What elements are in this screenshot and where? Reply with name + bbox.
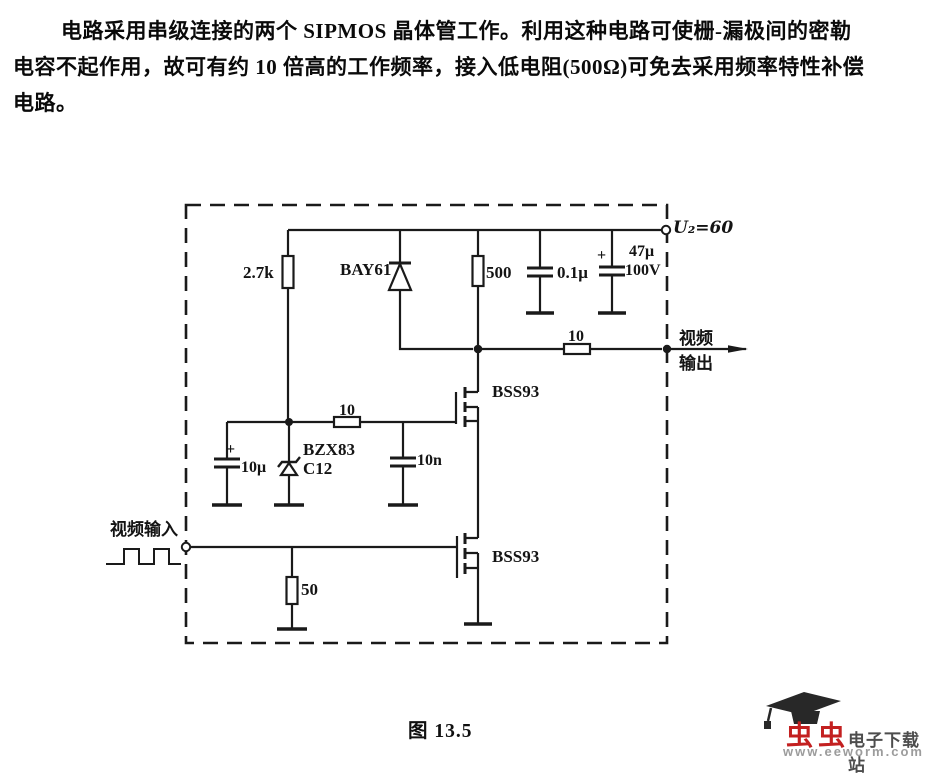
figure-caption: 图 13.5 [408, 721, 473, 742]
label-zener-type: BZX83 [303, 440, 355, 459]
capacitor-47u-symbol [598, 230, 626, 315]
output-arrow-icon [728, 345, 748, 353]
label-capacitor-47u-voltage: 100V [625, 262, 661, 279]
label-video-input: 视频输入 [110, 520, 178, 539]
capacitor-10n-symbol [388, 422, 418, 507]
label-resistor-2k7: 2.7k [243, 263, 274, 282]
label-capacitor-10u: 10μ [241, 459, 267, 476]
label-video-output: 视频 输出 [679, 329, 713, 373]
label-zener-grade: C12 [303, 459, 333, 478]
resistor-2k7-symbol [281, 230, 295, 422]
label-resistor-500: 500 [486, 263, 512, 282]
label-plus-10u: + [226, 441, 236, 458]
watermark-brand: 虫虫 [786, 721, 850, 751]
intro-paragraph: 电路采用串级连接的两个 SIPMOS 晶体管工作。利用这种电路可使栅-漏极间的密… [13, 13, 915, 121]
mosfet-q1-symbol [454, 349, 480, 538]
watermark-url: www.eeworm.com [783, 744, 924, 759]
label-capacitor-47u: 47μ [629, 243, 655, 260]
mosfet-q2-symbol [455, 533, 492, 626]
resistor-500-symbol [471, 230, 485, 349]
label-transistor-q1: BSS93 [492, 382, 540, 401]
label-resistor-10-gate: 10 [339, 402, 355, 419]
capacitor-01u-symbol [526, 230, 554, 315]
resistor-50-symbol [277, 547, 307, 631]
input-node [180, 541, 192, 553]
supply-node [660, 224, 672, 236]
output-line [473, 342, 748, 356]
capacitor-10u-symbol [212, 422, 242, 507]
paragraph-line-3: 电路。 [13, 91, 78, 115]
label-capacitor-10n: 10n [417, 452, 442, 469]
circuit-schematic [106, 203, 748, 645]
dashed-boundary [184, 203, 669, 645]
label-resistor-10-output: 10 [568, 328, 584, 345]
zener-bzx83-symbol [274, 422, 304, 507]
gate-line [227, 415, 456, 429]
square-wave-icon [106, 548, 181, 565]
input-line [180, 541, 457, 553]
label-resistor-50: 50 [301, 580, 318, 599]
paragraph-line-1: 电路采用串级连接的两个 SIPMOS 晶体管工作。利用这种电路可使栅-漏极间的密… [61, 19, 852, 43]
label-diode-bay61: BAY61 [340, 260, 392, 279]
diode-bay61-symbol [387, 230, 473, 351]
label-capacitor-01u: 0.1μ [557, 263, 588, 282]
paragraph-line-2: 电容不起作用，故可有约 10 倍高的工作频率，接入低电阻(500Ω)可免去采用频… [13, 55, 865, 79]
label-supply-voltage: U₂=60 [673, 218, 734, 238]
label-plus-47u: + [597, 247, 607, 264]
label-transistor-q2: BSS93 [492, 547, 540, 566]
